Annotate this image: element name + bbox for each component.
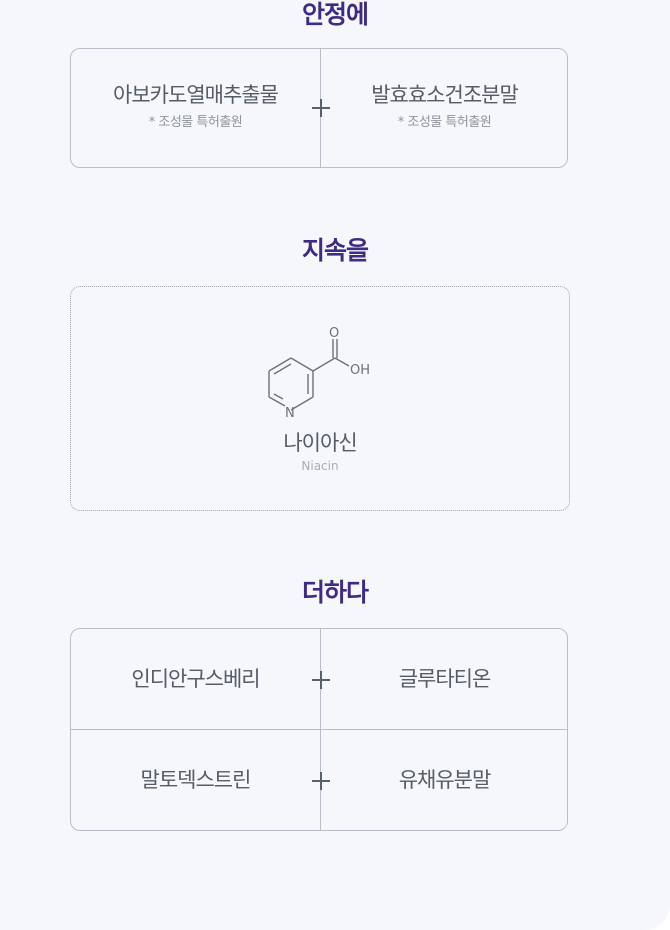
section-title-addition: 더하다 [301, 578, 369, 607]
ingredient-cell: 글루타티온 [320, 665, 569, 693]
hydroxyl-label: OH [350, 363, 370, 378]
patent-note: * 조성물 특허출원 [397, 115, 492, 130]
compound-name: 나이아신 [283, 431, 357, 455]
ingredient-box-stability: 아보카도열매추출물 * 조성물 특허출원 발효효소건조분말 * 조성물 특허출원 [70, 48, 568, 168]
niacin-box: O OH N 나이아신 Niacin [70, 286, 570, 511]
compound-english-name: Niacin [301, 459, 339, 473]
ingredient-cell: 아보카도열매추출물 * 조성물 특허출원 [71, 81, 320, 130]
divider [71, 729, 567, 730]
ingredient-name: 유채유분말 [398, 768, 492, 792]
patent-note: * 조성물 특허출원 [148, 115, 243, 130]
plus-icon [312, 99, 330, 117]
plus-icon [312, 772, 330, 790]
niacin-molecule-icon: O OH N [268, 326, 370, 420]
ingredient-cell: 인디안구스베리 [71, 665, 320, 693]
ingredient-cell: 말토덱스트린 [71, 766, 320, 794]
nitrogen-label: N [285, 406, 295, 420]
ingredient-name: 글루타티온 [398, 667, 492, 691]
ingredient-cell: 유채유분말 [320, 766, 569, 794]
ingredient-name: 아보카도열매추출물 [113, 83, 279, 107]
oxygen-label: O [329, 326, 339, 341]
ingredient-box-addition: 인디안구스베리 글루타티온 말토덱스트린 유채유분말 [70, 628, 568, 831]
section-title-stability: 안정에 [301, 0, 369, 29]
section-title-persistence: 지속을 [301, 236, 369, 265]
ingredient-name: 발효효소건조분말 [371, 83, 519, 107]
ingredient-name: 말토덱스트린 [140, 768, 252, 792]
ingredient-cell: 발효효소건조분말 * 조성물 특허출원 [320, 81, 569, 130]
plus-icon [312, 671, 330, 689]
ingredient-name: 인디안구스베리 [131, 667, 260, 691]
